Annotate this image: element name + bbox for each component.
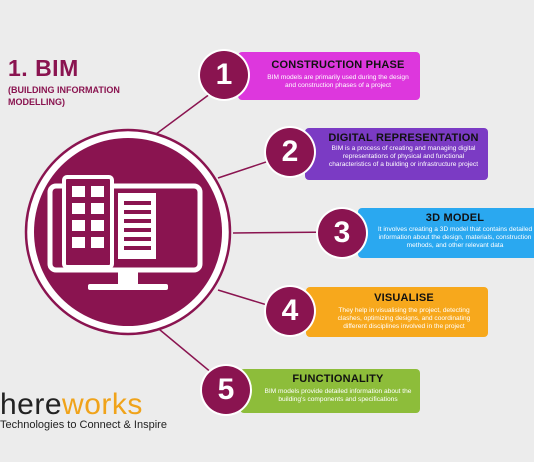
computer-monitor-document-icon xyxy=(47,175,203,290)
step-number-badge: 4 xyxy=(266,287,314,335)
step-description: They help in visualising the project, de… xyxy=(337,307,471,331)
step-number-badge: 5 xyxy=(202,366,250,414)
step-title: CONSTRUCTION PHASE xyxy=(271,59,405,71)
page-subtitle: (BUILDING INFORMATION MODELLING) xyxy=(8,85,120,107)
step-title: VISUALISE xyxy=(374,292,434,304)
step-description: BIM is a process of creating and managin… xyxy=(328,145,479,169)
brand-prefix: here xyxy=(0,388,63,421)
step-title: FUNCTIONALITY xyxy=(292,373,384,385)
step-number-badge: 2 xyxy=(266,128,314,176)
brand-suffix: works xyxy=(62,388,143,421)
step-number-badge: 3 xyxy=(318,209,366,257)
step-description: BIM models provide detailed information … xyxy=(264,388,412,404)
step-card-2: DIGITAL REPRESENTATION BIM is a process … xyxy=(305,128,488,180)
step-card-5: FUNCTIONALITY BIM models provide detaile… xyxy=(240,369,420,413)
page-title: 1. BIM xyxy=(8,55,79,81)
step-card-4: VISUALISE They help in visualising the p… xyxy=(306,287,488,337)
step-title: 3D MODEL xyxy=(425,212,485,224)
step-card-1: CONSTRUCTION PHASE BIM models are primar… xyxy=(238,52,420,100)
step-number-badge: 1 xyxy=(200,51,248,99)
step-description: BIM models are primarily used during the… xyxy=(267,74,409,90)
brand-logo: hereworks xyxy=(0,388,143,422)
step-description: It involves creating a 3D model that con… xyxy=(377,226,533,250)
step-title: DIGITAL REPRESENTATION xyxy=(328,132,479,144)
brand-tagline: Technologies to Connect & Inspire xyxy=(0,419,167,431)
step-card-3: 3D MODEL It involves creating a 3D model… xyxy=(358,208,534,258)
